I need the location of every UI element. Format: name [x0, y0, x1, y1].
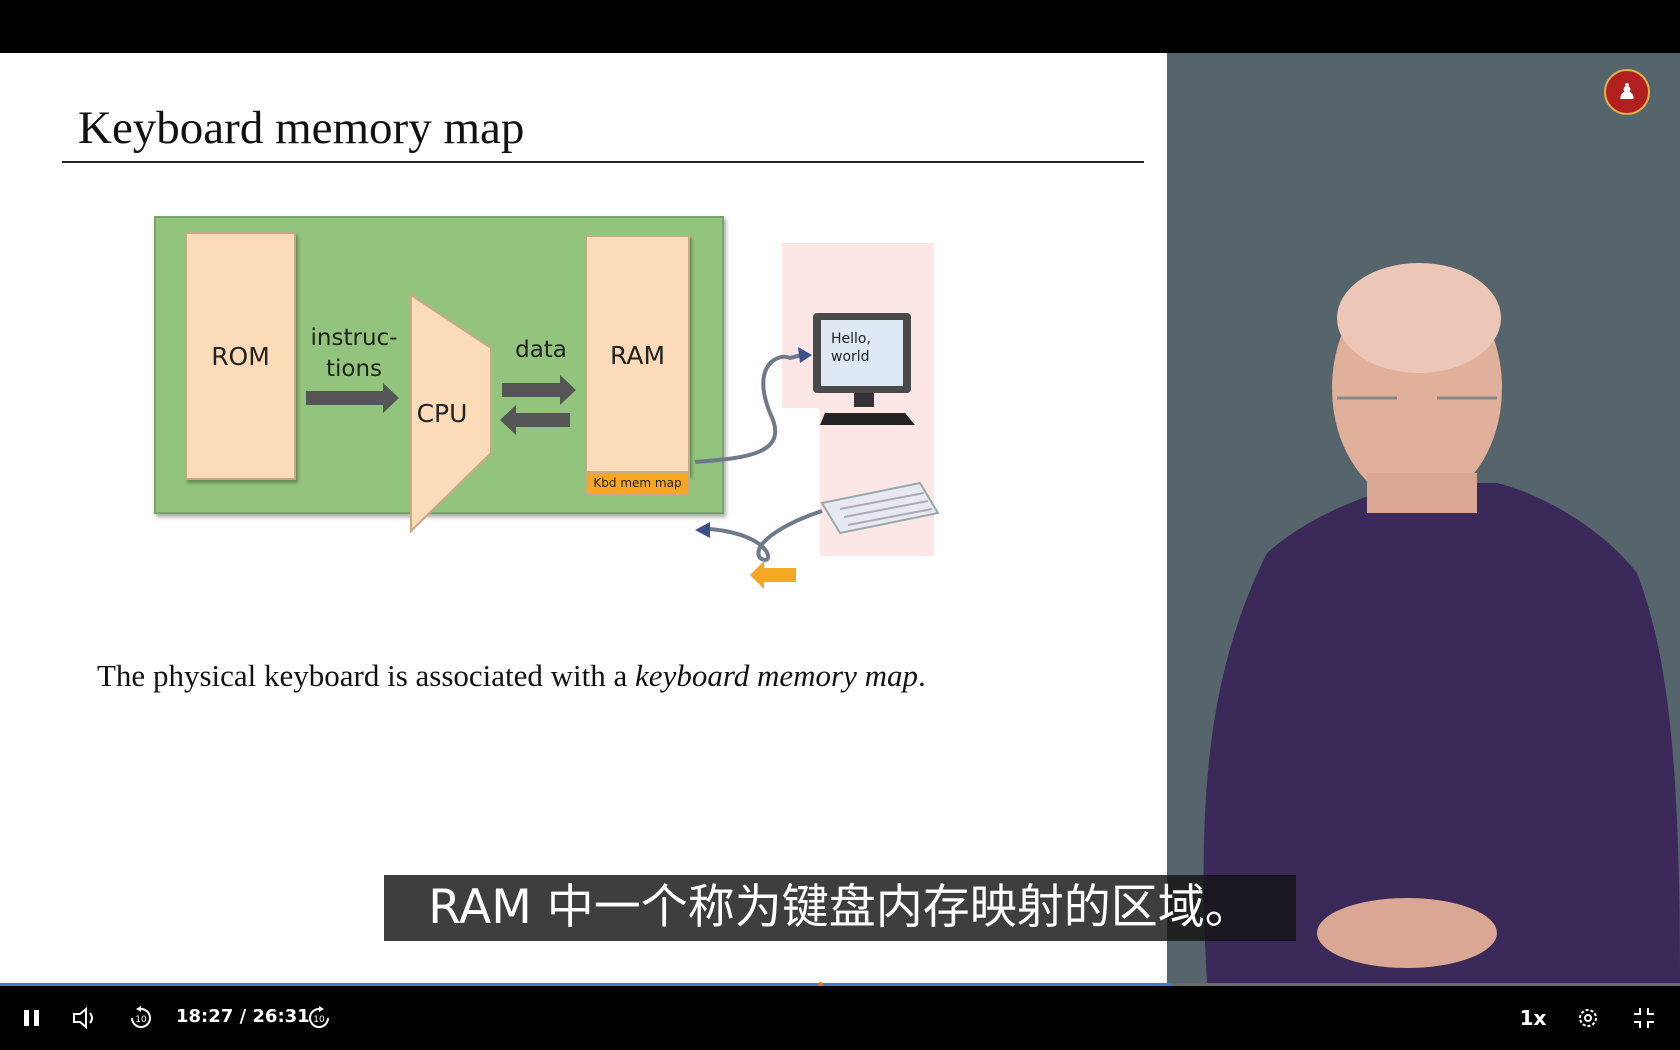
ram-block: RAM [585, 235, 690, 475]
exit-fullscreen-icon [1634, 1008, 1654, 1028]
volume-button[interactable] [70, 1000, 100, 1036]
kbd-arrowhead [695, 522, 710, 538]
subtitle-caption: RAM 中一个称为键盘内存映射的区域。 [384, 875, 1296, 941]
cpu-label: CPU [416, 398, 468, 428]
monitor-text: Hello, world [831, 331, 871, 365]
progress-fill [0, 983, 1171, 986]
letterbox-top [0, 0, 1680, 53]
rewind-10-icon: 10 [131, 1006, 151, 1028]
svg-text:10: 10 [135, 1015, 147, 1025]
screen-arrowhead [798, 347, 812, 363]
forward-10-icon: 10 [309, 1006, 329, 1028]
data-label: data [515, 337, 567, 363]
instructions-arrow [306, 383, 399, 413]
pause-icon [24, 1010, 39, 1026]
fullscreen-button[interactable] [1629, 1000, 1659, 1036]
gear-icon [1579, 1009, 1597, 1027]
ram-to-screen-wire [694, 353, 803, 464]
progress-bar[interactable] [0, 982, 1680, 987]
ram-label: RAM [609, 340, 666, 370]
forward-10-button[interactable]: 10 [304, 1000, 334, 1036]
time-display: 18:27 / 26:31 [176, 1006, 310, 1027]
volume-icon [73, 1007, 93, 1029]
kbd-mem-map-block: Kbd mem map [585, 471, 690, 495]
keyboard-wire [709, 509, 823, 562]
monitor-icon [813, 313, 915, 425]
rom-label: ROM [211, 341, 270, 371]
data-arrow-right [502, 375, 576, 405]
slide-body-text: The physical keyboard is associated with… [97, 658, 926, 693]
svg-text:10: 10 [313, 1015, 325, 1025]
presenter-figure [1203, 263, 1680, 983]
playback-speed-button[interactable]: 1x [1519, 1006, 1547, 1030]
rom-block: ROM [185, 232, 296, 480]
current-time: 18:27 [176, 1006, 234, 1027]
instructions-label: instruc- tions [310, 325, 398, 383]
pause-button[interactable] [18, 1000, 46, 1036]
title-divider [62, 161, 1144, 163]
duration: 26:31 [252, 1006, 310, 1027]
data-arrow-left [500, 405, 570, 435]
settings-button[interactable] [1573, 1000, 1603, 1036]
presenter-video: ♟ [1167, 53, 1680, 983]
chapter-marker[interactable] [818, 982, 823, 987]
input-arrow [750, 561, 796, 589]
slide-title: Keyboard memory map [78, 102, 525, 154]
rewind-10-button[interactable]: 10 [126, 1000, 156, 1036]
emphasis-text: keyboard memory map [635, 658, 918, 693]
lecture-slide: Keyboard memory map ROM RAM Kbd mem map [0, 53, 1167, 983]
diagram-shapes [306, 293, 940, 589]
cpu-block [410, 293, 492, 534]
keyboard-icon [820, 481, 940, 535]
player-controls: 10 18:27 / 26:31 10 1x [0, 986, 1680, 1050]
channel-logo-icon: ♟ [1604, 69, 1650, 115]
